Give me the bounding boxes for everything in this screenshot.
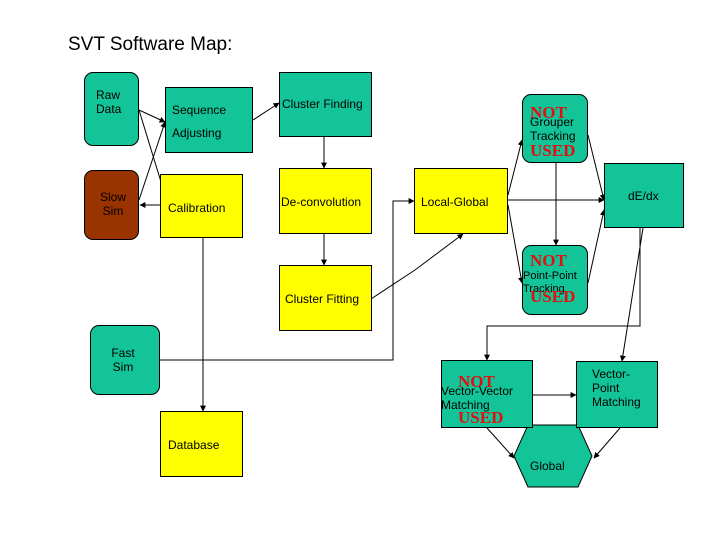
dedx-label: dE/dx (628, 189, 659, 203)
arrow-slow-to-sequence (138, 121, 167, 201)
cluster-fitting-label: Cluster Fitting (285, 292, 360, 306)
calibration-label: Calibration (168, 201, 226, 215)
slow-sim-node: Slow Sim (84, 170, 139, 240)
arrow-grouper-to-dedx (587, 134, 606, 201)
deconvolution-label: De-convolution (281, 195, 362, 209)
slow-sim-label: Slow Sim (99, 190, 126, 218)
sequence-label: Sequence (172, 103, 227, 117)
point-point-tracking-node: Point-Point Tracking NOT USED (522, 245, 588, 315)
point-point-tracking-label: Point-Point Tracking (523, 270, 577, 295)
page-title: SVT Software Map: (68, 34, 233, 55)
not-used-stamp-top: NOT (530, 103, 567, 122)
arrow-sequence-to-clusterfinding (252, 102, 280, 121)
arrow-vp-to-global (593, 427, 621, 459)
not-used-stamp-bottom: USED (530, 287, 576, 306)
arrow-fitting-to-localglobal (370, 233, 464, 300)
not-used-stamp-top: NOT (530, 251, 567, 270)
cluster-fitting-node: Cluster Fitting (279, 265, 372, 331)
cluster-finding-label: Cluster Finding (282, 97, 363, 111)
fast-sim-node: Fast Sim (90, 325, 160, 395)
vector-vector-matching-node: Vector-Vector Matching NOT USED (441, 360, 533, 428)
not-used-stamp-top: NOT (458, 372, 495, 391)
vector-vector-matching-label: Vector-Vector Matching (441, 384, 514, 412)
raw-data-node: Raw Data (84, 72, 139, 146)
vector-point-matching-node: Vector- Point Matching (576, 361, 658, 428)
global-node-shape (513, 424, 593, 488)
arrow-vv-to-global (486, 427, 515, 459)
arrow-fastsim-to-localglobal (160, 198, 415, 361)
global-label: Global (530, 459, 565, 473)
arrow-dedx-to-vectorpoint (619, 227, 644, 362)
vector-point-matching-label: Vector- Point Matching (592, 367, 641, 409)
database-node: Database (160, 411, 243, 477)
database-label: Database (168, 438, 220, 452)
not-used-stamp-bottom: USED (458, 408, 504, 427)
dedx-node: dE/dx (604, 163, 684, 228)
arrow-pointpoint-to-dedx (587, 209, 606, 284)
fast-sim-label: Fast Sim (111, 346, 135, 374)
adjusting-label: Adjusting (172, 126, 222, 140)
sequence-adjusting-node: Sequence Adjusting (165, 87, 253, 153)
raw-data-label: Raw Data (96, 88, 122, 116)
local-global-node: Local-Global (414, 168, 508, 234)
arrow-localglobal-to-grouper (507, 139, 524, 196)
arrow-localglobal-to-pointpoint (507, 204, 524, 284)
local-global-label: Local-Global (421, 195, 489, 209)
calibration-node: Calibration (160, 174, 243, 238)
not-used-stamp-bottom: USED (530, 141, 576, 160)
arrow-raw-to-sequence (138, 109, 166, 123)
grouper-tracking-node: Grouper Tracking NOT USED (522, 94, 588, 163)
grouper-tracking-label: Grouper Tracking (530, 115, 576, 143)
deconvolution-node: De-convolution (279, 168, 372, 234)
arrow-dedx-to-vectorvector (484, 227, 641, 361)
cluster-finding-node: Cluster Finding (279, 72, 372, 137)
